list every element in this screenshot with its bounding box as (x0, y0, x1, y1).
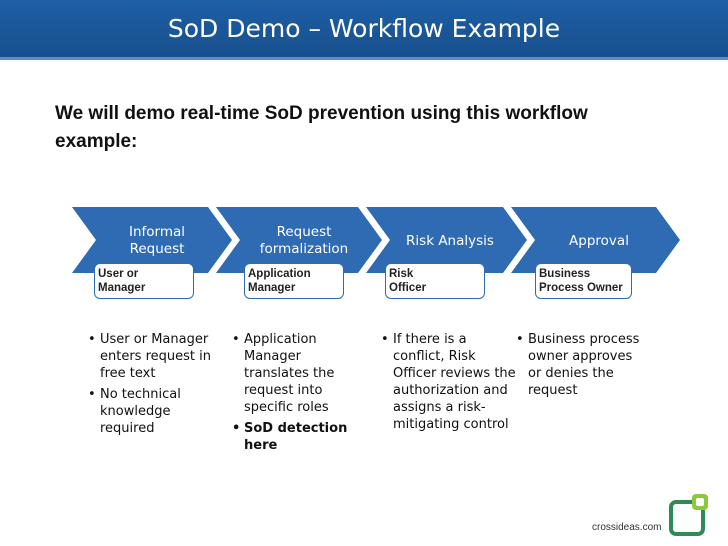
stage-4-bullet: Business process owner approves or denie… (516, 331, 646, 399)
chevron-stage-2 (216, 207, 382, 273)
stage-1-bullets: User or Manager enters request in free t… (88, 331, 218, 441)
stage-1-role-line: User or (98, 268, 139, 280)
stage-2-role-line: Manager (248, 282, 296, 294)
title-bar (0, 0, 728, 60)
stage-1-role-box: User or Manager (94, 263, 194, 299)
stage-1-role-line: Manager (98, 282, 146, 294)
stage-1-label: Informal Request (102, 224, 212, 258)
stage-2-bullet: Application Manager translates the reque… (232, 331, 357, 416)
stage-4-role-line: Business (539, 268, 591, 280)
chevron-stage-1 (72, 207, 232, 273)
stage-2-role-box: Application Manager (244, 263, 344, 299)
stage-4-label: Approval (544, 233, 654, 250)
chevron-stage-4 (511, 207, 680, 273)
stage-3-bullets: If there is a conflict, Risk Officer rev… (381, 331, 517, 437)
stage-2-bullets: Application Manager translates the reque… (232, 331, 357, 458)
stage-4-role-box: Business Process Owner (535, 263, 632, 299)
stage-1-bullet: No technical knowledge required (88, 386, 218, 437)
stage-3-bullet: If there is a conflict, Risk Officer rev… (381, 331, 517, 433)
stage-4-label-line: Approval (569, 233, 629, 249)
stage-3-role-box: Risk Officer (385, 263, 485, 299)
stage-1-label-line: Informal (128, 224, 186, 240)
stage-1-label-line: Request (129, 241, 185, 257)
stage-3-role-line: Risk (389, 268, 414, 280)
stage-2-bullet-highlight: SoD detection here (232, 420, 357, 454)
stage-2-role-line: Application (248, 268, 311, 280)
stage-4-role-line: Process Owner (539, 282, 623, 294)
title-underline (0, 57, 728, 60)
stage-2-label-line: Request (276, 224, 332, 240)
stage-4-bullets: Business process owner approves or denie… (516, 331, 646, 403)
stage-2-label: Request formalization (246, 224, 362, 258)
footer-website: crossideas.com (592, 522, 662, 533)
stage-1-bullet: User or Manager enters request in free t… (88, 331, 218, 382)
stage-3-label-line: Risk Analysis (406, 233, 494, 249)
stage-3-label: Risk Analysis (394, 233, 506, 250)
chevron-stage-3 (366, 207, 527, 273)
crossideas-logo-icon (669, 494, 708, 536)
stage-3-role-line: Officer (389, 282, 427, 294)
slide-title: SoD Demo – Workflow Example (167, 14, 561, 43)
intro-text: We will demo real-time SoD prevention us… (55, 103, 588, 152)
stage-2-label-line: formalization (259, 241, 349, 257)
